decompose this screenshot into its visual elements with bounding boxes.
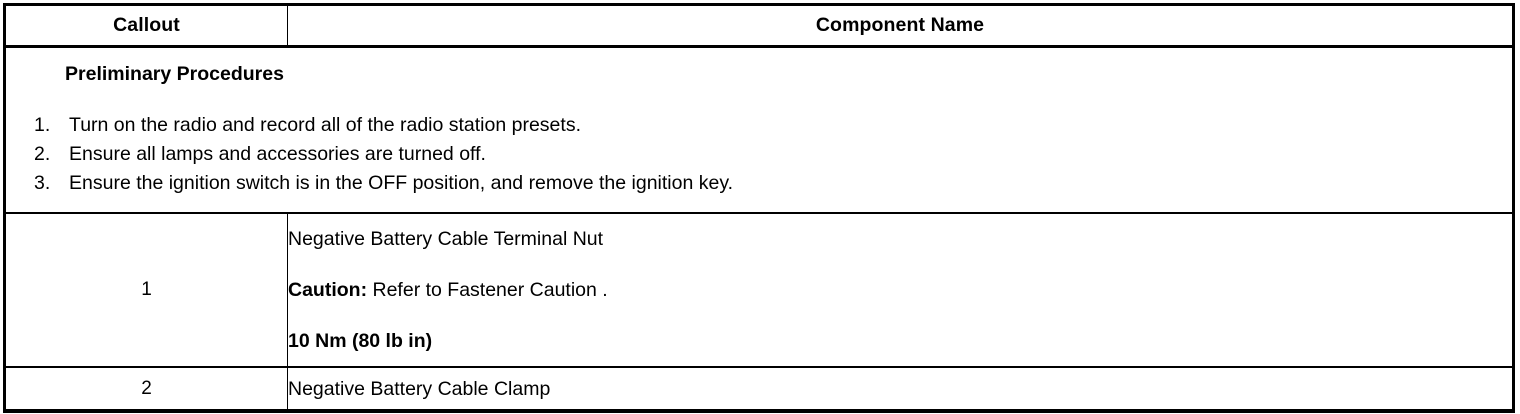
preliminary-procedures-cell: Preliminary Procedures 1. Turn on the ra… (4, 46, 1514, 214)
caution-text: Refer to Fastener Caution . (372, 278, 608, 301)
caution-note: Caution: Refer to Fastener Caution . (288, 278, 1512, 303)
preliminary-procedures-list: 1. Turn on the radio and record all of t… (6, 111, 1512, 198)
table-row: 2 Negative Battery Cable Clamp (4, 366, 1514, 412)
list-item: 1. Turn on the radio and record all of t… (34, 111, 1512, 140)
callout-number: 1 (4, 212, 288, 368)
list-item-number: 2. (34, 143, 51, 165)
component-table: Callout Component Name Preliminary Proce… (3, 3, 1515, 413)
list-item-text: Turn on the radio and record all of the … (69, 114, 581, 136)
list-item-text: Ensure the ignition switch is in the OFF… (69, 172, 734, 194)
list-item: 3. Ensure the ignition switch is in the … (34, 169, 1512, 198)
torque-spec: 10 Nm (80 lb in) (288, 329, 433, 352)
table-header-row: Callout Component Name (4, 4, 1514, 48)
table-body: Preliminary Procedures 1. Turn on the ra… (4, 46, 1514, 412)
preliminary-procedures-row: Preliminary Procedures 1. Turn on the ra… (4, 46, 1514, 214)
preliminary-procedures-title: Preliminary Procedures (65, 63, 284, 85)
component-name-text: Negative Battery Cable Clamp (288, 377, 551, 400)
component-name-cell: Negative Battery Cable Terminal Nut Caut… (287, 212, 1514, 368)
column-header-component-name: Component Name (287, 4, 1514, 48)
component-name-cell: Negative Battery Cable Clamp (287, 366, 1514, 412)
list-item: 2. Ensure all lamps and accessories are … (34, 140, 1512, 169)
table-header: Callout Component Name (4, 4, 1514, 48)
callout-number: 2 (4, 366, 288, 412)
list-item-text: Ensure all lamps and accessories are tur… (69, 143, 486, 165)
component-name-text: Negative Battery Cable Terminal Nut (288, 227, 604, 250)
table-row: 1 Negative Battery Cable Terminal Nut Ca… (4, 212, 1514, 368)
list-item-number: 1. (34, 114, 51, 136)
column-header-callout: Callout (4, 4, 288, 48)
caution-label: Caution: (288, 278, 368, 301)
list-item-number: 3. (34, 172, 51, 194)
